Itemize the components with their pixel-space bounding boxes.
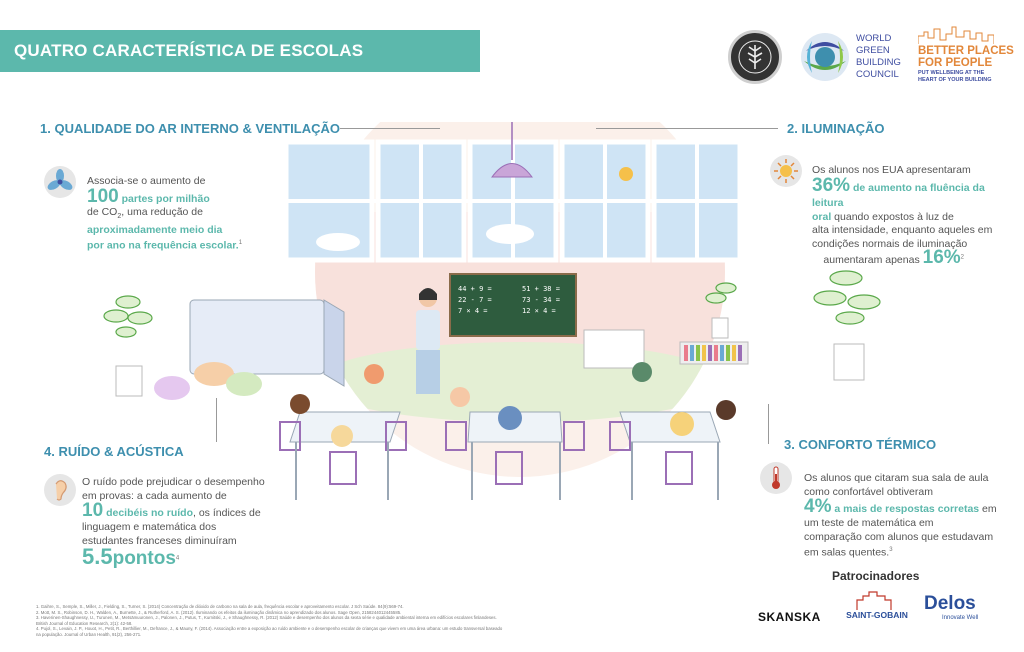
left-decor-illustration bbox=[103, 295, 345, 400]
air-leader-line bbox=[340, 128, 440, 129]
page-title: QUATRO CARACTERÍSTICA DE ESCOLAS SUSTENT… bbox=[0, 30, 480, 102]
better-places-logo-tagline: PUT WELLBEING AT THE HEART OF YOUR BUILD… bbox=[918, 70, 992, 83]
ear-icon bbox=[44, 474, 76, 506]
right-decor-illustration bbox=[705, 270, 881, 381]
better-places-logo-title: BETTER PLACES FOR PEOPLE bbox=[918, 45, 1014, 69]
section-noise-text: O ruído pode prejudicar o desempenho em … bbox=[82, 476, 265, 569]
section-thermal-title: 3. CONFORTO TÉRMICO bbox=[784, 437, 937, 452]
windows bbox=[283, 139, 743, 263]
section-light-title: 2. ILUMINAÇÃO bbox=[787, 121, 885, 136]
skanska-logo: SKANSKA bbox=[758, 610, 821, 624]
world-green-building-council-logo bbox=[801, 33, 849, 81]
better-places-skyline-icon bbox=[918, 26, 994, 44]
thermal-leader-line bbox=[768, 404, 769, 444]
light-leader-line bbox=[596, 128, 778, 129]
section-air-title: 1. QUALIDADE DO AR INTERNO & VENTILAÇÃO bbox=[40, 121, 340, 136]
chalkboard-right-column: 51 + 38 = 73 - 34 = 12 × 4 = bbox=[522, 285, 560, 315]
green-building-council-brasil-logo bbox=[728, 30, 782, 84]
classroom-illustration bbox=[279, 122, 749, 500]
section-light-text: Os alunos nos EUA apresentaram 36% de au… bbox=[812, 164, 993, 268]
saint-gobain-logo: SAINT-GOBAIN bbox=[838, 590, 916, 620]
section-air-text: Associa-se o aumento de 100 partes por m… bbox=[87, 175, 243, 252]
delos-logo: Delos Innovate Well bbox=[924, 593, 979, 621]
sun-icon bbox=[770, 155, 802, 187]
wgbc-logo-text: WORLD GREEN BUILDING COUNCIL bbox=[856, 33, 901, 80]
teacher bbox=[416, 288, 440, 394]
thermometer-icon bbox=[760, 462, 792, 494]
references: 1. Gaihre, S., Semple, S., Miller, J., F… bbox=[36, 604, 503, 637]
noise-leader-line bbox=[216, 398, 217, 442]
section-noise-title: 4. RUÍDO & ACÚSTICA bbox=[44, 444, 184, 459]
section-thermal-text: Os alunos que citaram sua sala de aula c… bbox=[804, 472, 997, 559]
sponsors-title: Patrocinadores bbox=[832, 569, 920, 583]
fan-icon bbox=[44, 166, 76, 198]
chalkboard-left-column: 44 + 9 = 22 - 7 = 7 × 4 = bbox=[458, 285, 492, 315]
